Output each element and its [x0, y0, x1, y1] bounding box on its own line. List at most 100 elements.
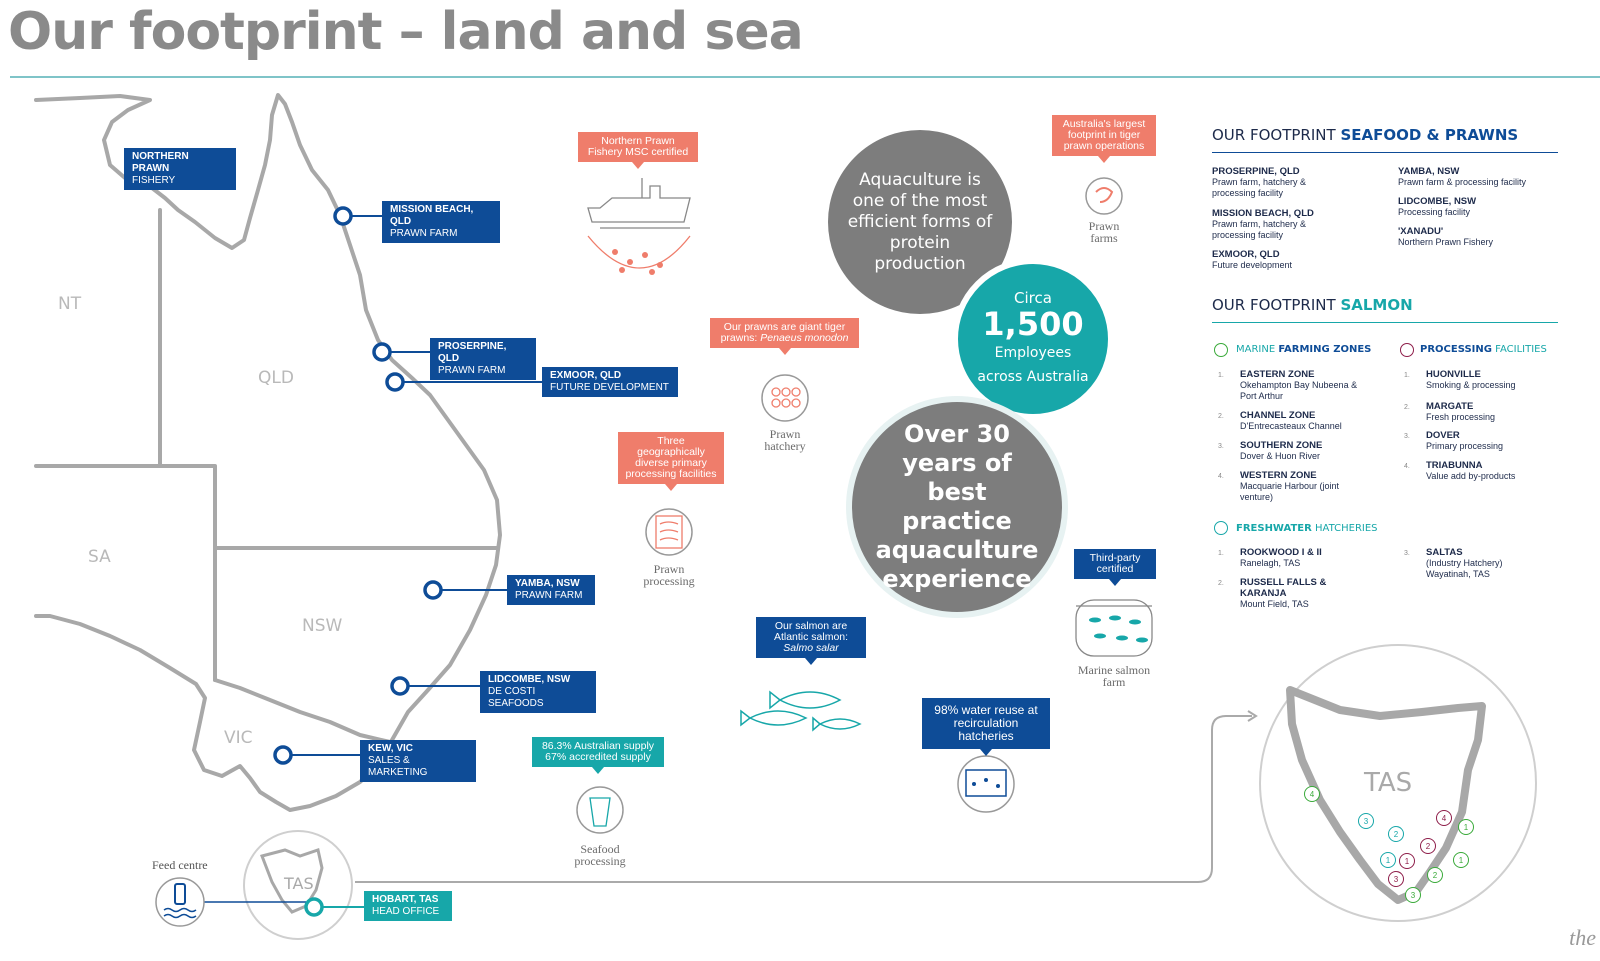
state-label-nsw: NSW [302, 616, 343, 636]
facility-number: 3. [1404, 433, 1410, 440]
salmon-fish-icon [740, 690, 862, 732]
nsw-vic-border [213, 678, 392, 744]
hatcheries-ring-icon [1214, 521, 1228, 535]
msc-callout: Northern Prawn Fishery MSC certified [578, 132, 698, 169]
facility-number: 1. [1404, 372, 1410, 379]
zone-number: 1. [1218, 372, 1224, 379]
facility-number: 2. [1404, 404, 1410, 411]
seafood-heading: OUR FOOTPRINT SEAFOOD & PRAWNS [1212, 126, 1519, 144]
processing-callout: Three geographically diverse primary pro… [618, 432, 724, 491]
processing-heading: PROCESSING FACILITIES [1420, 344, 1547, 355]
tas-marker: 2 [1427, 867, 1443, 883]
seafood-entry: 'XANADU'Northern Prawn Fishery [1398, 226, 1494, 247]
qld-border [158, 464, 499, 550]
hatchery-entry: SALTAS(Industry Hatchery) Wayatinah, TAS [1426, 547, 1503, 579]
salmon-heading: OUR FOOTPRINT SALMON [1212, 296, 1413, 314]
tas-marker: 1 [1458, 819, 1474, 835]
prawn-hatchery-icon [761, 374, 809, 422]
fishing-boat-icon [587, 178, 691, 269]
marker-yamba [423, 580, 443, 600]
footer-logo-text: the [1569, 925, 1596, 950]
title-divider [10, 76, 1600, 78]
prawn-processing-icon [645, 508, 693, 556]
page-title: Our footprint – land and sea [8, 2, 804, 62]
marker-lidcombe [390, 676, 410, 696]
state-label-sa: SA [88, 547, 111, 567]
seafood-processing-icon [576, 786, 624, 834]
salmon-species-callout: Our salmon are Atlantic salmon: Salmo sa… [756, 617, 866, 665]
zone-number: 3. [1218, 443, 1224, 450]
marker-exmoor [385, 372, 405, 392]
supply-callout: 86.3% Australian supply 67% accredited s… [532, 737, 664, 774]
employees-bubble: Circa 1,500 Employees across Australia [952, 258, 1114, 420]
tas-marker: 1 [1453, 852, 1469, 868]
zone-number: 4. [1218, 473, 1224, 480]
state-label-tas-small: TAS [284, 874, 314, 893]
tas-marker: 4 [1436, 810, 1452, 826]
tas-marker: 3 [1358, 813, 1374, 829]
caption-marine-salmon-farm: Marine salmon farm [1077, 663, 1151, 689]
hatchery-number: 3. [1404, 550, 1410, 557]
marker-mission-beach [333, 206, 353, 226]
tas-big-outline [1286, 686, 1486, 904]
facility-number: 4. [1404, 463, 1410, 470]
caption-feed-centre: Feed centre [152, 858, 208, 872]
water-reuse-callout: 98% water reuse at recirculation hatcher… [922, 698, 1050, 756]
tas-marker: 2 [1420, 838, 1436, 854]
salmon-pen-icon [1075, 599, 1153, 657]
caption-seafood-processing: Seafood processing [574, 842, 626, 868]
state-label-vic: VIC [224, 728, 253, 748]
hatcheries-heading: FRESHWATER HATCHERIES [1236, 523, 1378, 534]
nt-sa-border [34, 208, 162, 468]
caption-prawn-hatchery: Prawn hatchery [764, 427, 806, 453]
tas-marker: 1 [1380, 852, 1396, 868]
state-label-nt: NT [58, 294, 82, 314]
hatchery-number: 1. [1218, 550, 1224, 557]
salmon-divider [1212, 322, 1558, 323]
tas-marker: 1 [1399, 853, 1415, 869]
largest-footprint-callout: Australia's largest footprint in tiger p… [1052, 115, 1156, 163]
hatchery-number: 2. [1218, 580, 1224, 587]
marker-hobart [304, 897, 324, 917]
experience-bubble: Over 30 years of best practice aquacultu… [846, 396, 1068, 618]
marine-zones-heading: MARINE FARMING ZONES [1236, 344, 1372, 355]
seafood-divider [1212, 152, 1558, 153]
tas-small-outline [259, 848, 324, 914]
tas-marker: 3 [1405, 887, 1421, 903]
caption-prawn-farms: Prawn farms [1088, 219, 1120, 245]
tas-marker: 4 [1304, 786, 1320, 802]
third-party-callout: Third-party certified [1074, 549, 1156, 586]
tas-marker: 2 [1388, 826, 1404, 842]
state-label-tas-large: TAS [1364, 768, 1413, 798]
tas-marker: 3 [1388, 871, 1404, 887]
caption-prawn-processing: Prawn processing [643, 562, 695, 588]
zone-number: 2. [1218, 413, 1224, 420]
state-label-qld: QLD [258, 368, 294, 388]
nt-coastline [34, 93, 502, 812]
tiger-prawn-callout: Our prawns are giant tiger prawns: Penae… [710, 318, 859, 355]
processing-ring-icon [1400, 343, 1414, 357]
